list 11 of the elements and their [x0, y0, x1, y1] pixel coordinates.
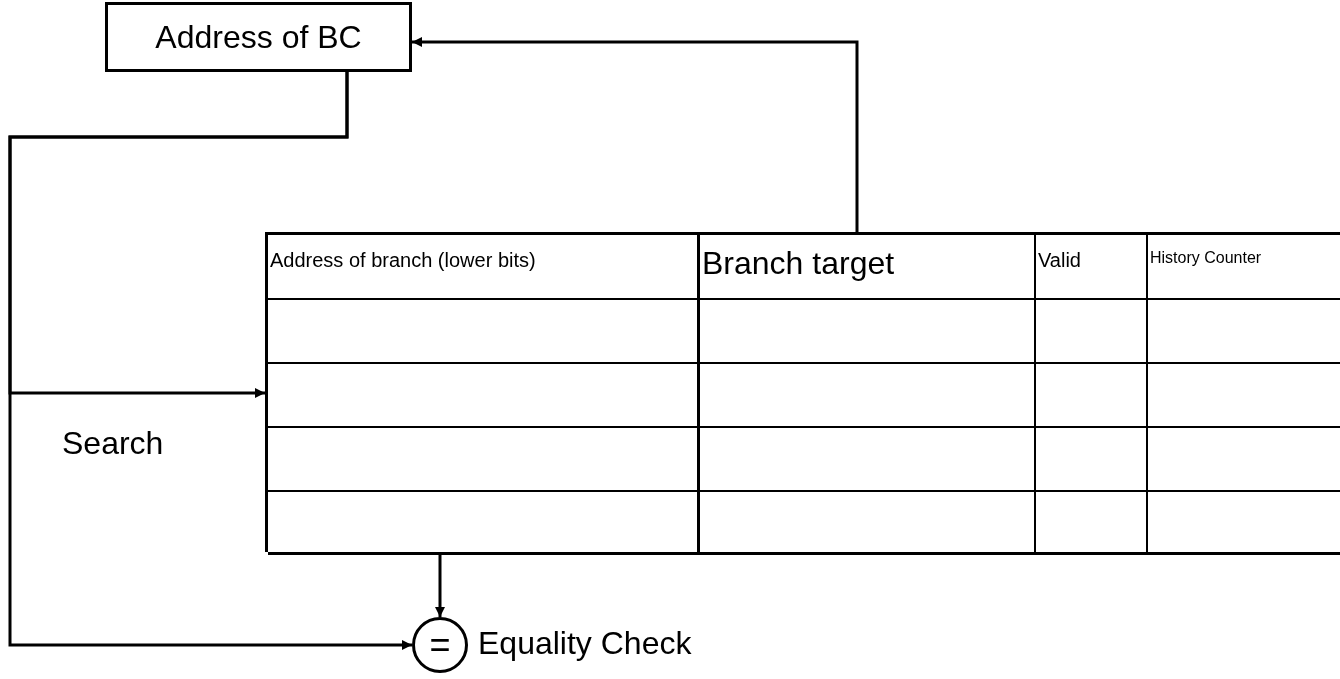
column-header: Address of branch (lower bits) — [268, 235, 700, 300]
arrow — [8, 72, 412, 650]
column-header: Valid — [1036, 235, 1148, 300]
column-header: Branch target — [700, 235, 1036, 300]
process-box: Address of BC — [105, 2, 412, 72]
arrow — [412, 37, 859, 232]
equality-circle: = — [412, 617, 468, 673]
arrow — [435, 552, 445, 617]
column-header: History Counter — [1148, 235, 1340, 300]
node-caption: Equality Check — [478, 625, 692, 662]
table — [265, 232, 1340, 552]
